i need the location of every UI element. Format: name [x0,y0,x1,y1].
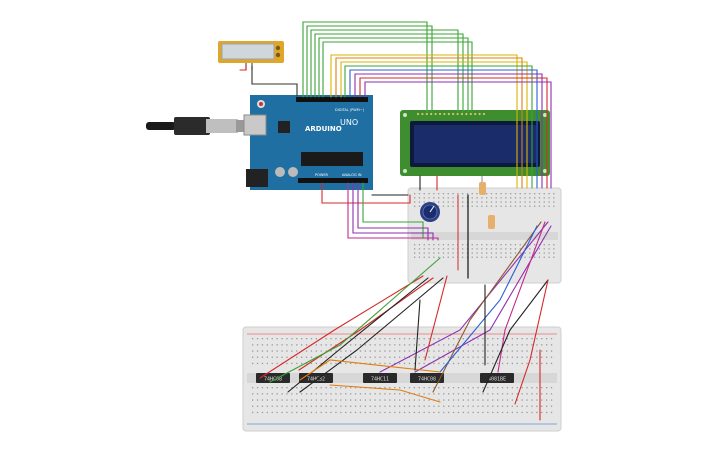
wire[interactable] [357,182,429,241]
wire[interactable] [321,182,411,204]
wire[interactable] [424,275,448,361]
wire[interactable] [314,33,464,113]
analog-header-label: ANALOG IN [342,173,362,177]
wire[interactable] [354,73,543,189]
wire[interactable] [259,275,424,379]
wire[interactable] [239,65,247,71]
wire[interactable] [349,69,538,189]
wire[interactable] [329,384,441,403]
wire[interactable] [287,277,429,393]
wire[interactable] [302,21,428,113]
wire[interactable] [322,41,473,113]
wire[interactable] [497,221,546,373]
ic-chip[interactable]: 74HC11 [363,373,397,383]
wire[interactable] [330,54,518,189]
wire[interactable] [364,81,552,189]
ic-label: 4081BE [488,376,506,382]
arduino-uno-board[interactable]: ARDUINO UNO DIGITAL (PWM~) POWER ANALOG … [243,95,373,190]
potentiometer[interactable] [420,202,440,222]
wire[interactable] [269,257,441,383]
lcd-16x2-display[interactable] [400,110,550,176]
wire[interactable] [306,25,433,113]
wire-layer [239,21,552,421]
wire[interactable] [344,65,533,189]
bottom-breadboard[interactable] [242,326,562,432]
usb-cable [146,117,250,135]
arduino-model-text: UNO [340,118,358,127]
wire[interactable] [352,182,434,241]
power-header-label: POWER [315,173,329,177]
wire[interactable] [359,77,548,189]
resistor[interactable] [479,176,486,195]
wire[interactable] [298,277,434,371]
ic-chip[interactable]: 74HC08 [410,373,444,383]
wire[interactable] [362,182,424,239]
wire[interactable] [340,61,528,189]
wire[interactable] [318,37,469,113]
wire[interactable] [482,279,549,393]
ic-label: 74HC08 [264,376,282,382]
ic-label: 74HC32 [307,376,325,382]
wire[interactable] [439,225,538,373]
wire[interactable] [251,65,298,97]
sensor-module[interactable] [218,41,284,70]
digital-header-label: DIGITAL (PWM~) [335,108,365,112]
wire[interactable] [379,221,549,373]
wire[interactable] [414,299,421,371]
ic-label: 74HC11 [371,376,389,382]
wire[interactable] [514,279,549,405]
arduino-logo-text: ARDUINO [305,125,342,133]
wire[interactable] [299,277,444,393]
wire[interactable] [432,221,542,393]
wire[interactable] [310,29,459,113]
resistor[interactable] [488,215,495,229]
ic-chip[interactable]: 4081BE [480,373,514,383]
small-breadboard[interactable] [407,187,562,284]
ic-chip[interactable]: 74HC32 [299,373,333,383]
ic-label: 74HC08 [418,376,436,382]
wire[interactable] [347,182,439,241]
wire[interactable] [335,57,523,189]
wire[interactable] [299,359,441,381]
